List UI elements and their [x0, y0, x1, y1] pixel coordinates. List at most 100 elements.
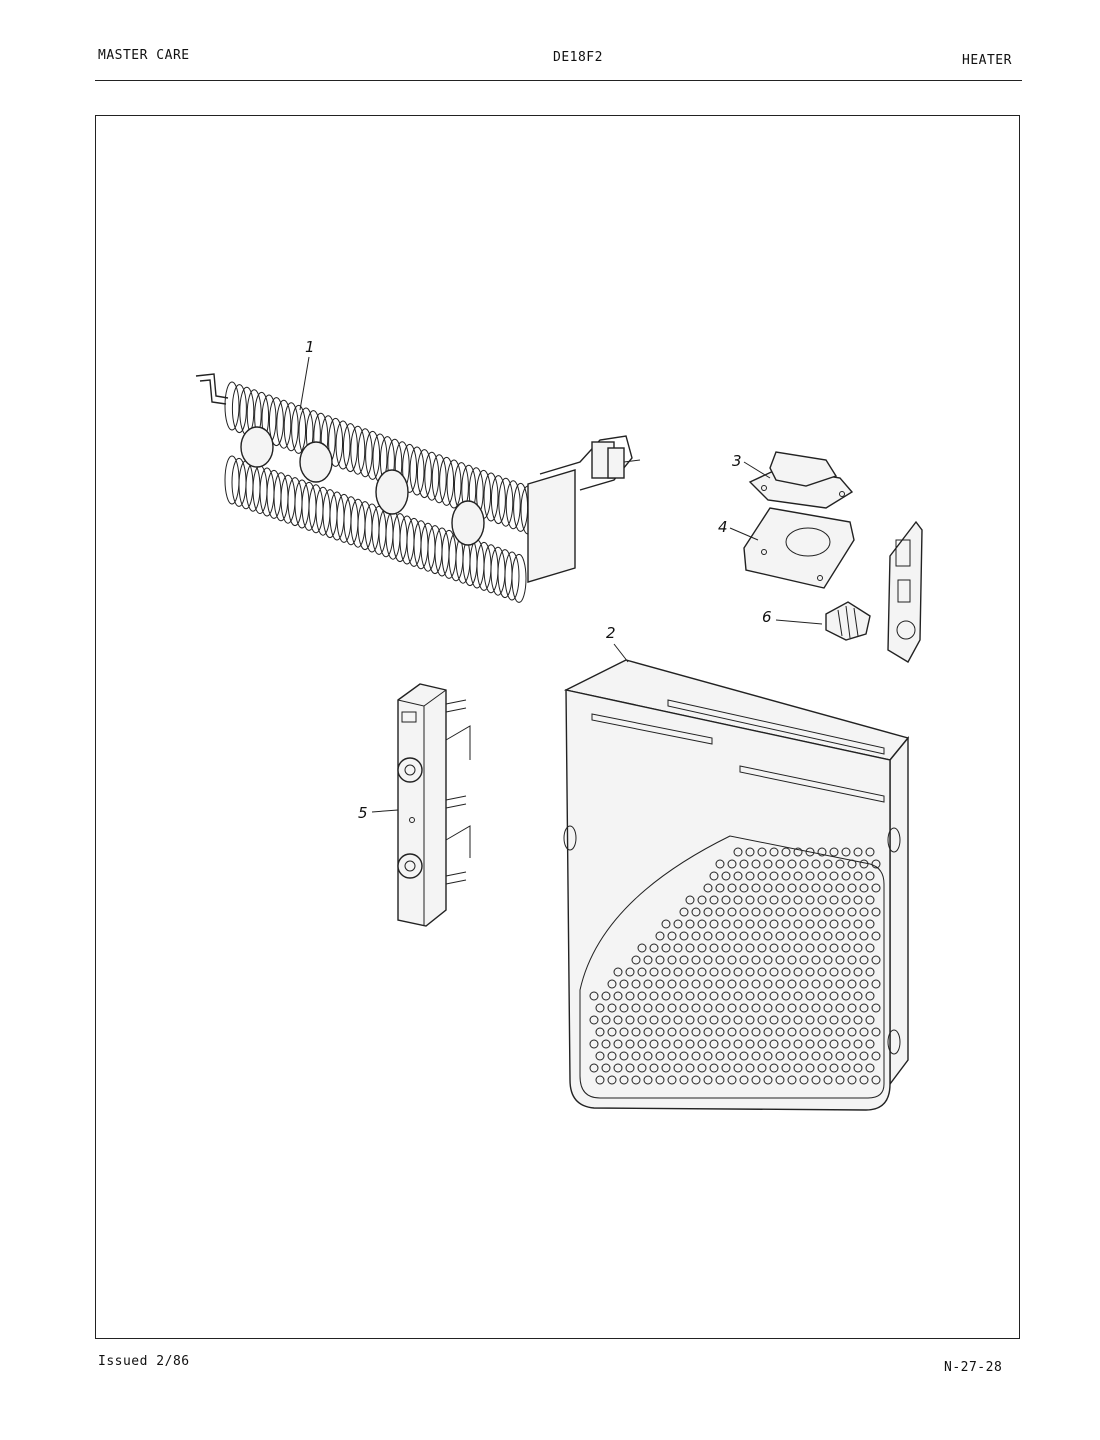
terminal-block: 5 [358, 683, 471, 927]
perforation-hole [619, 1003, 629, 1013]
perforation-hole [739, 907, 749, 917]
perforation-hole [811, 979, 821, 989]
coil-turn [416, 449, 432, 499]
perforation-hole [691, 907, 701, 917]
perforation-hole [601, 991, 611, 1001]
perforation-hole [691, 1003, 701, 1013]
perforation-hole [787, 1075, 797, 1085]
perforation-hole [721, 919, 731, 929]
coil-turn [504, 551, 520, 601]
callout-2: 2 [606, 624, 616, 642]
perforation-hole [733, 1015, 743, 1025]
perforation-hole [739, 931, 749, 941]
perforation-hole [637, 967, 647, 977]
perforation-hole [667, 1075, 677, 1085]
perforation-hole [871, 979, 881, 989]
perforation-hole [589, 1063, 599, 1073]
perforation-hole [835, 907, 845, 917]
perforation-hole [799, 859, 809, 869]
perforation-hole [709, 991, 719, 1001]
perforation-hole [691, 1075, 701, 1085]
coil-turn [268, 397, 284, 447]
perforation-hole [769, 1015, 779, 1025]
perforation-hole [769, 895, 779, 905]
perforation-hole [679, 955, 689, 965]
perforation-hole [865, 967, 875, 977]
perforation-hole [655, 1027, 665, 1037]
perforation-hole [811, 907, 821, 917]
footer-issued: Issued 2/86 [98, 1354, 190, 1369]
perforation-hole [703, 907, 713, 917]
perforation-hole [715, 883, 725, 893]
perforation-hole [859, 1027, 869, 1037]
perforation-hole [841, 919, 851, 929]
perforation-hole [853, 967, 863, 977]
perforation-hole [619, 1051, 629, 1061]
perforation-hole [703, 955, 713, 965]
perforation-hole [853, 991, 863, 1001]
perforation-hole [697, 1063, 707, 1073]
perforation-hole [691, 931, 701, 941]
perforation-hole [649, 1063, 659, 1073]
perforation-hole [829, 895, 839, 905]
perforation-hole [703, 931, 713, 941]
perforation-hole [793, 991, 803, 1001]
perforation-hole [859, 883, 869, 893]
perforation-hole [613, 1039, 623, 1049]
perforation-hole [841, 847, 851, 857]
perforation-hole [775, 955, 785, 965]
perforation-hole [715, 931, 725, 941]
perforation-hole [733, 895, 743, 905]
perforation-hole [673, 967, 683, 977]
perforation-hole [643, 979, 653, 989]
perforation-hole [595, 1075, 605, 1085]
perforation-hole [727, 931, 737, 941]
perforation-hole [589, 1015, 599, 1025]
perforation-hole [595, 1051, 605, 1061]
perforation-hole [823, 1027, 833, 1037]
perforation-hole [637, 1015, 647, 1025]
diagram-frame [95, 115, 1020, 1339]
perforation-hole [775, 1051, 785, 1061]
perforation-hole [595, 1003, 605, 1013]
perforation-hole [727, 1051, 737, 1061]
perforation-hole [871, 859, 881, 869]
perforation-hole [727, 979, 737, 989]
perforation-hole [865, 871, 875, 881]
perforation-hole [697, 943, 707, 953]
perforation-hole [679, 931, 689, 941]
header-brand: MASTER CARE [98, 48, 190, 63]
perforation-hole [607, 1051, 617, 1061]
perforation-hole [637, 943, 647, 953]
perforation-hole [859, 859, 869, 869]
perforation-hole [709, 967, 719, 977]
perforation-hole [733, 919, 743, 929]
perforation-hole [727, 907, 737, 917]
perforation-hole [841, 943, 851, 953]
coil-turn [342, 423, 358, 473]
perforation-hole [805, 967, 815, 977]
perforation-hole [787, 1051, 797, 1061]
perforation-hole [697, 991, 707, 1001]
perforation-hole [715, 955, 725, 965]
perforation-hole [781, 1015, 791, 1025]
perforation-hole [721, 1015, 731, 1025]
perforation-hole [775, 1075, 785, 1085]
perforation-hole [757, 919, 767, 929]
perforation-hole [649, 1039, 659, 1049]
perforation-hole [625, 1039, 635, 1049]
perforation-hole [637, 1063, 647, 1073]
perforation-hole [637, 1039, 647, 1049]
perforation-hole [853, 943, 863, 953]
perforation-hole [763, 979, 773, 989]
perforation-hole [661, 943, 671, 953]
perforation-hole [763, 931, 773, 941]
callout-3: 3 [732, 452, 742, 470]
perforation-hole [643, 1003, 653, 1013]
perforation-hole [775, 931, 785, 941]
perforation-hole [703, 1051, 713, 1061]
coil-turn [276, 399, 292, 449]
perforation-hole [871, 931, 881, 941]
perforation-hole [871, 1027, 881, 1037]
perforation-hole [787, 1027, 797, 1037]
